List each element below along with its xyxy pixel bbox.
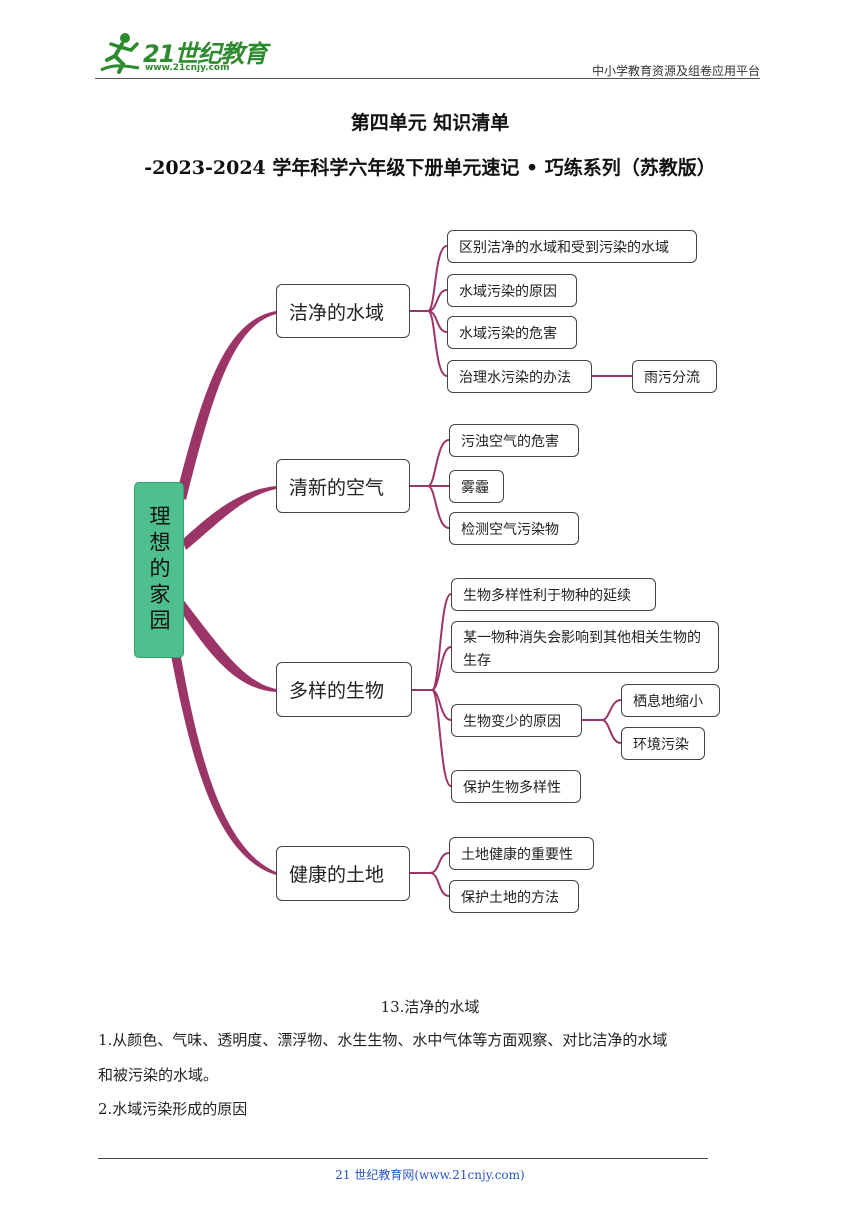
logo-text: 21世纪教育 xyxy=(143,40,267,68)
leaf-environment-pollution: 环境污染 xyxy=(621,727,705,760)
paragraph-line: 和被污染的水域。 xyxy=(98,1066,219,1084)
logo: 21世纪教育 www.21cnjy.com xyxy=(95,30,267,78)
page-header: 21世纪教育 www.21cnjy.com 中小学教育资源及组卷应用平台 xyxy=(95,30,760,80)
leaf-biodiversity-continuation: 生物多样性利于物种的延续 xyxy=(451,578,656,611)
paragraph-line: 2.水域污染形成的原因 xyxy=(98,1100,248,1118)
branch-healthy-land: 健康的土地 xyxy=(276,846,410,901)
leaf-land-protection-methods: 保护土地的方法 xyxy=(449,880,579,913)
leaf-distinguish-water: 区别洁净的水域和受到污染的水域 xyxy=(447,230,697,263)
branch-diverse-life: 多样的生物 xyxy=(276,662,412,717)
root-node: 理想的家园 xyxy=(134,482,184,658)
leaf-smog: 雾霾 xyxy=(449,470,504,503)
leaf-water-pollution-harm: 水域污染的危害 xyxy=(447,316,577,349)
platform-name: 中小学教育资源及组卷应用平台 xyxy=(591,64,760,78)
leaf-species-loss-impact: 某一物种消失会影响到其他相关生物的生存 xyxy=(451,621,719,673)
leaf-rain-sewage-separation: 雨污分流 xyxy=(632,360,717,393)
branch-fresh-air: 清新的空气 xyxy=(276,459,410,513)
leaf-water-treatment: 治理水污染的办法 xyxy=(447,360,592,393)
leaf-species-decline-causes: 生物变少的原因 xyxy=(451,704,582,737)
logo-url: www.21cnjy.com xyxy=(145,63,230,73)
branch-clean-water: 洁净的水域 xyxy=(276,284,410,338)
section-heading: 13.洁净的水域 xyxy=(380,998,480,1016)
leaf-land-health-importance: 土地健康的重要性 xyxy=(449,837,594,870)
root-label: 理想的家园 xyxy=(147,505,171,635)
paragraph-line: 1.从颜色、气味、透明度、漂浮物、水生生物、水中气体等方面观察、对比洁净的水域 xyxy=(98,1031,668,1049)
unit-title: 第四单元 知识清单 xyxy=(350,112,510,134)
mind-map: 理想的家园 洁净的水域 区别洁净的水域和受到污染的水域 水域污染的原因 水域污染… xyxy=(134,230,720,913)
leaf-dirty-air-harm: 污浊空气的危害 xyxy=(449,424,579,457)
footer-link[interactable]: 21 世纪教育网(www.21cnjy.com) xyxy=(335,1168,525,1182)
leaf-protect-biodiversity: 保护生物多样性 xyxy=(451,770,581,803)
leaf-water-pollution-causes: 水域污染的原因 xyxy=(447,274,577,307)
header-divider xyxy=(95,78,760,79)
mind-map-connectors xyxy=(170,245,632,897)
leaf-air-pollutant-detection: 检测空气污染物 xyxy=(449,512,579,545)
footer-divider xyxy=(98,1158,708,1159)
series-title: -2023-2024 学年科学六年级下册单元速记 • 巧练系列（苏教版） xyxy=(144,157,716,179)
runner-logo-icon xyxy=(100,33,140,74)
leaf-habitat-shrink: 栖息地缩小 xyxy=(621,684,720,717)
